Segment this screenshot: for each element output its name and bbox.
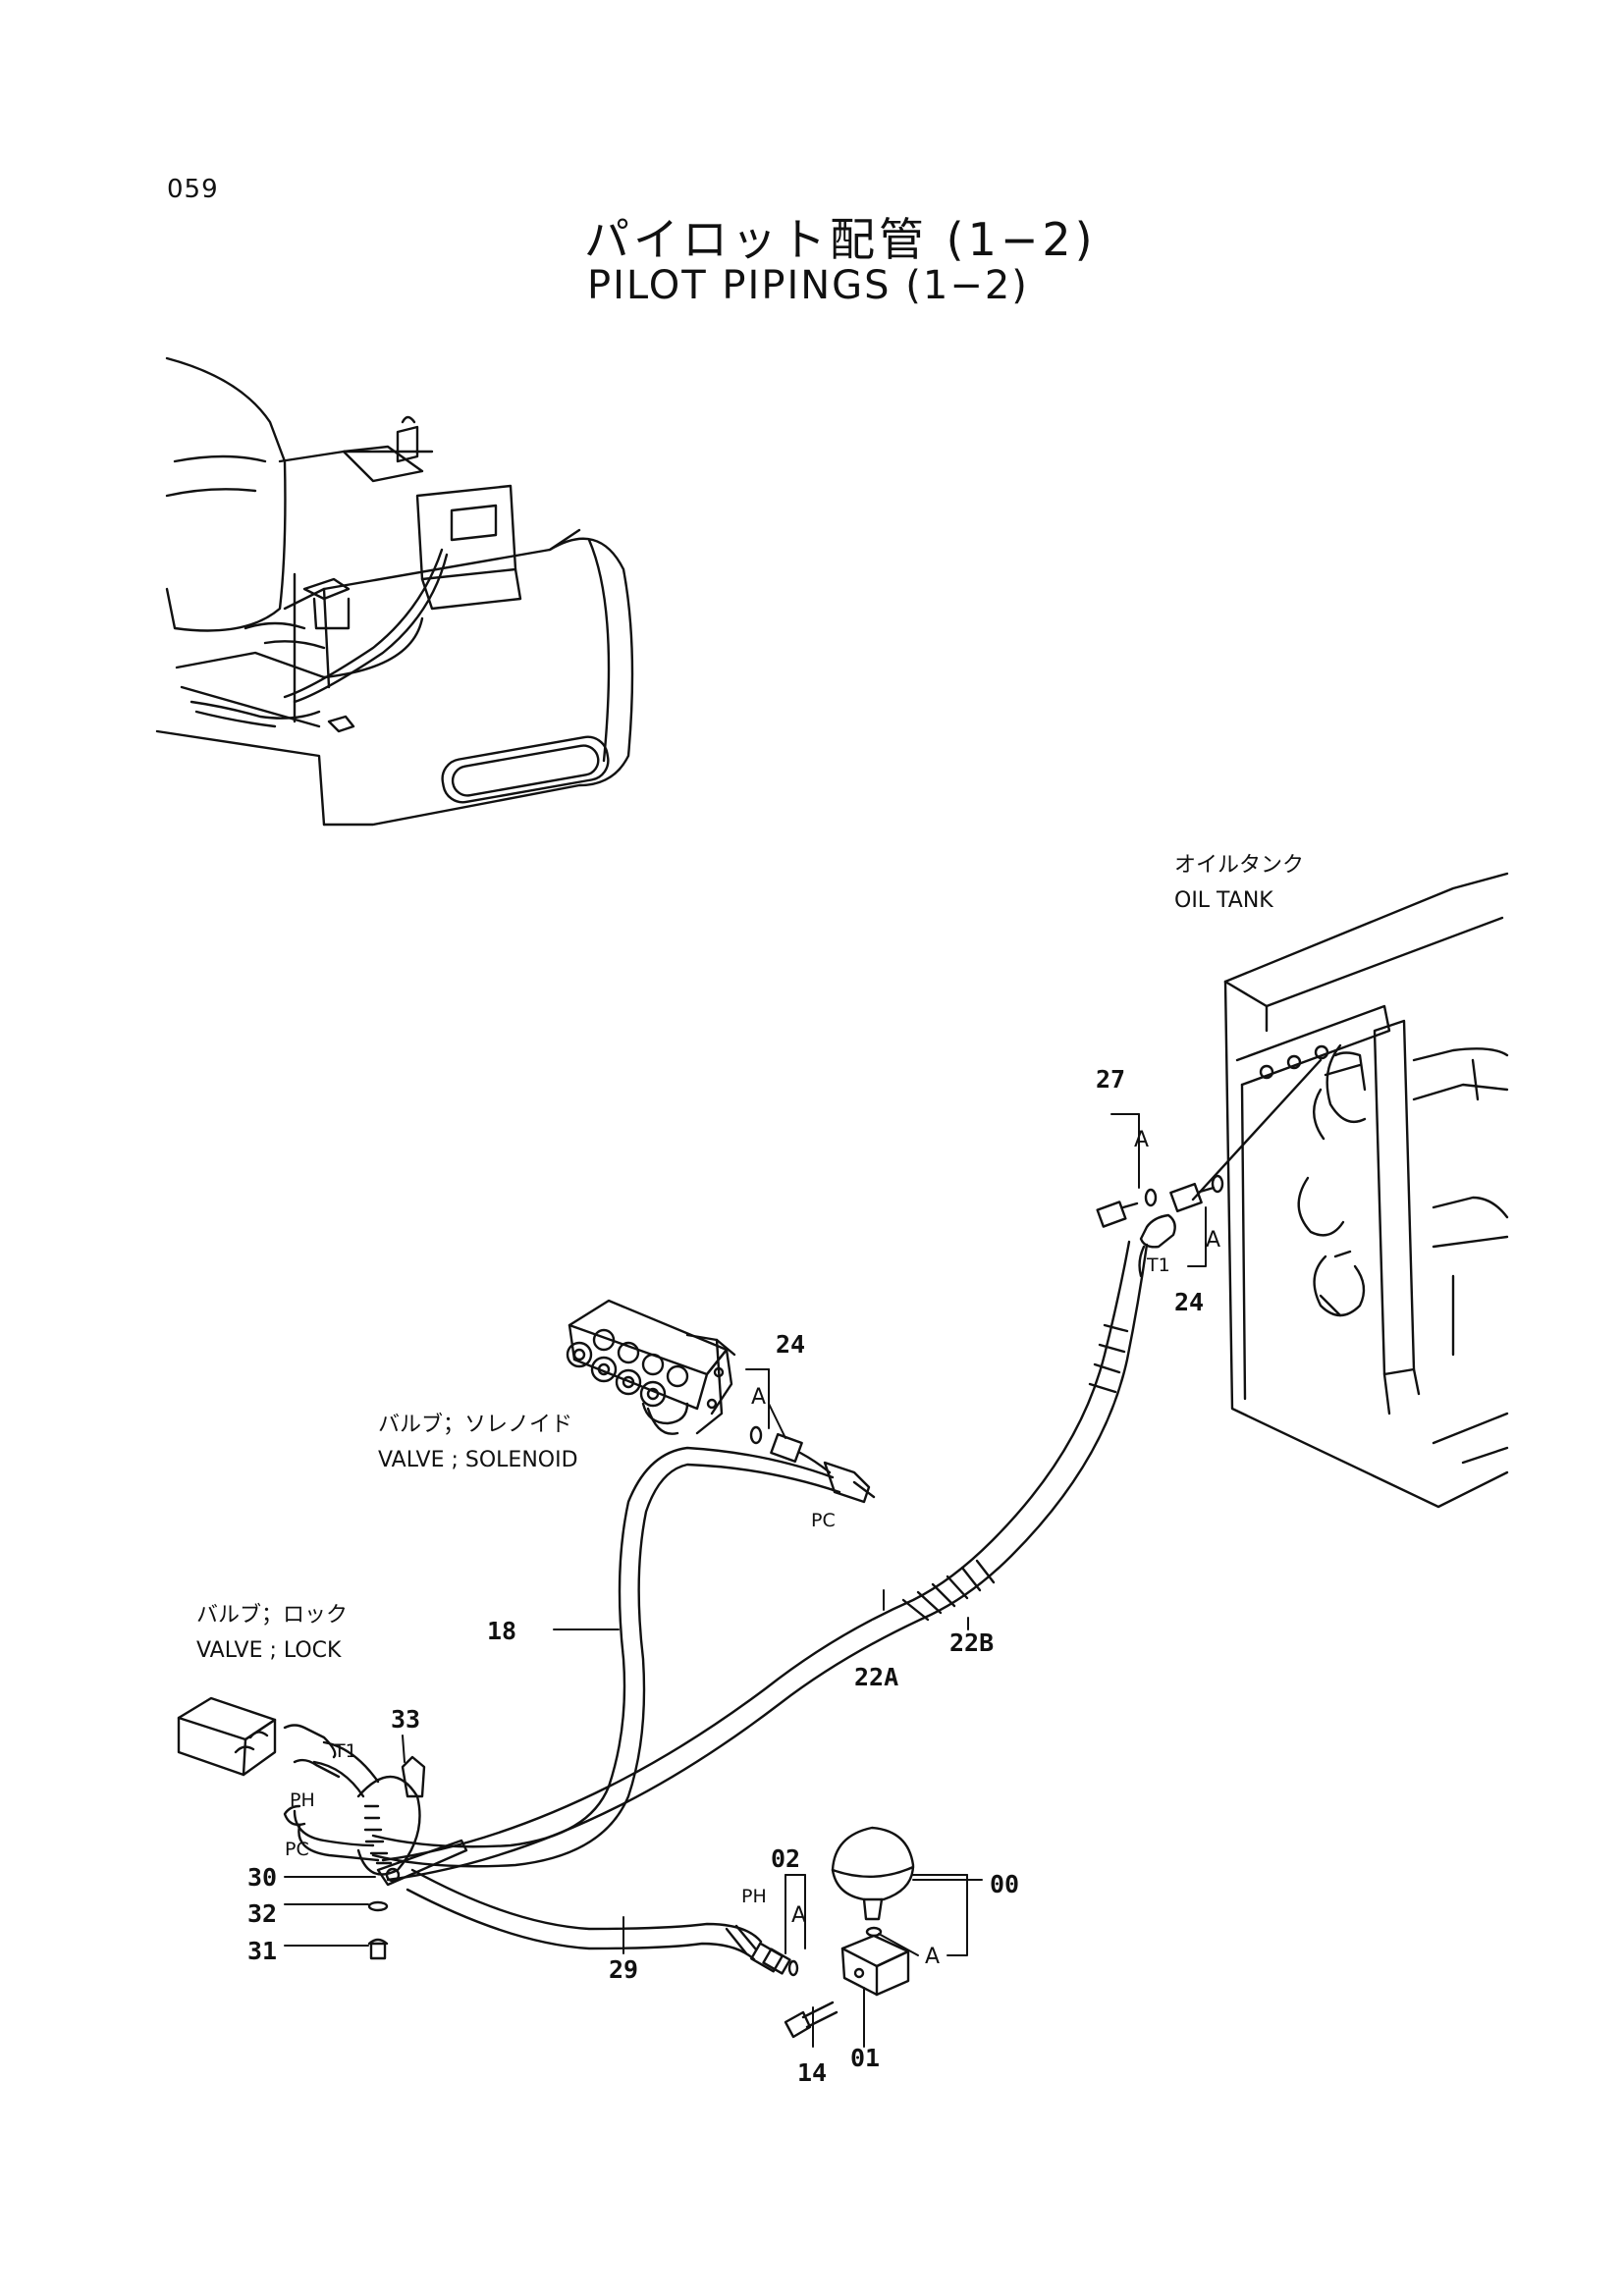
page-number: 059 — [167, 175, 219, 204]
port-label-ph-hose: PH — [741, 1886, 767, 1907]
part-number-01: 01 — [850, 2044, 880, 2072]
hose-29 — [406, 1868, 784, 1973]
oil-tank-label-en: OIL TANK — [1174, 888, 1273, 913]
lock-valve-label-jp: バルブ；ロック — [196, 1603, 348, 1628]
hose-22 — [381, 1240, 1149, 1882]
machine-overview-illustration — [155, 356, 634, 827]
leader-lines — [284, 1113, 1207, 2048]
lock-valve-label-en: VALVE ; LOCK — [196, 1638, 342, 1663]
solenoid-fittings — [749, 1425, 876, 1504]
oil-tank-label-jp: オイルタンク — [1174, 853, 1304, 878]
oil-tank-illustration — [1223, 872, 1509, 1509]
port-label-t1-tank: T1 — [1146, 1255, 1170, 1276]
page-title-english: PILOT PIPINGS (1−2) — [587, 263, 1029, 308]
part-number-22a: 22A — [854, 1663, 898, 1691]
part-number-22b: 22B — [949, 1629, 994, 1657]
part-number-27: 27 — [1096, 1065, 1125, 1094]
oring-label-a-3: A — [751, 1385, 766, 1410]
tank-fittings — [1096, 1058, 1323, 1278]
part-number-29: 29 — [609, 1955, 638, 1984]
part-number-00: 00 — [990, 1870, 1019, 1898]
part-number-24-tank: 24 — [1174, 1288, 1204, 1316]
part-number-02: 02 — [771, 1844, 800, 1873]
page-title-japanese: パイロット配管 (1−2) — [584, 213, 1097, 266]
oring-label-a-2: A — [1206, 1228, 1220, 1253]
solenoid-valve-illustration — [566, 1299, 736, 1435]
part-number-31: 31 — [247, 1937, 277, 1965]
oring-label-a-1: A — [1134, 1128, 1149, 1152]
part-number-24-solenoid: 24 — [776, 1330, 805, 1359]
port-label-t1-lock: T1 — [333, 1740, 357, 1762]
part-number-18: 18 — [487, 1617, 516, 1645]
part-number-32: 32 — [247, 1899, 277, 1928]
hose-18 — [371, 1446, 841, 1868]
port-label-ph-lock: PH — [290, 1789, 315, 1811]
clamp-assembly — [356, 1755, 468, 1960]
solenoid-valve-label-jp: バルブ；ソレノイド — [378, 1413, 572, 1437]
part-number-30: 30 — [247, 1863, 277, 1892]
part-number-14: 14 — [797, 2058, 827, 2087]
part-number-33: 33 — [391, 1705, 420, 1734]
solenoid-valve-label-en: VALVE ; SOLENOID — [378, 1448, 578, 1472]
oring-label-a-4: A — [791, 1903, 806, 1928]
accumulator-assembly — [762, 1826, 915, 2039]
port-label-pc-lock: PC — [285, 1839, 309, 1860]
port-label-pc-solenoid: PC — [811, 1510, 836, 1531]
lock-valve-illustration — [177, 1696, 380, 1862]
oring-label-a-5: A — [925, 1945, 940, 1969]
